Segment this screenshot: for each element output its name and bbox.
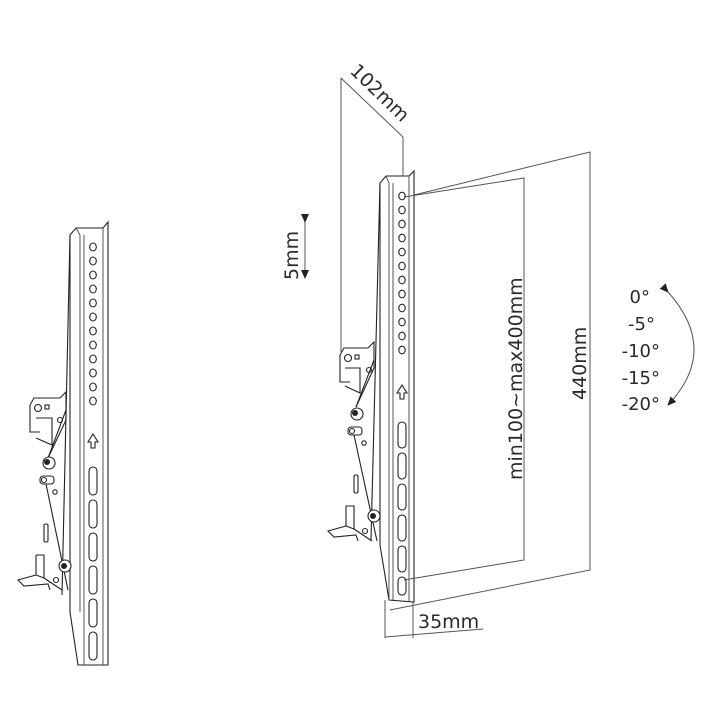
vesa-range-label: min100~max400mm bbox=[505, 277, 527, 480]
tilt-angle: -5° bbox=[628, 314, 655, 335]
slot-column bbox=[397, 421, 407, 596]
dimension-lines bbox=[301, 77, 695, 638]
slot-column bbox=[88, 466, 98, 661]
up-arrow-icon bbox=[87, 432, 99, 449]
tilt-angle: -20° bbox=[622, 394, 660, 415]
tilt-angle: 0° bbox=[630, 287, 650, 308]
profile-width-label: 35mm bbox=[418, 611, 479, 633]
left-bracket bbox=[16, 220, 109, 666]
depth-label: 102mm bbox=[346, 60, 414, 127]
right-bracket bbox=[326, 169, 415, 603]
tilt-angle-list: 0° -5° -10° -15° -20° bbox=[622, 287, 660, 415]
up-arrow-icon bbox=[396, 383, 408, 400]
hole-pitch-label: 5mm bbox=[281, 231, 303, 280]
tilt-angle: -15° bbox=[622, 368, 660, 389]
hole-column bbox=[398, 191, 406, 355]
hole-column bbox=[89, 242, 97, 406]
tilt-angle: -10° bbox=[622, 341, 660, 362]
bracket-height-label: 440mm bbox=[569, 327, 591, 400]
